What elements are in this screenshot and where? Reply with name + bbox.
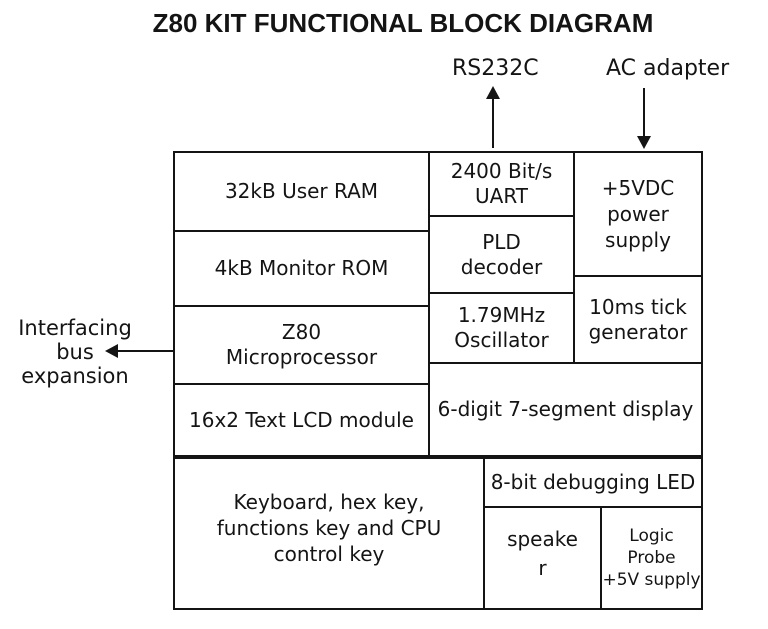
block-pld-decoder: PLD decoder xyxy=(428,215,575,294)
arrow-line xyxy=(643,88,645,137)
block-label: 16x2 Text LCD module xyxy=(189,407,414,432)
arrow-line xyxy=(492,98,494,148)
block-label: generator xyxy=(588,319,688,344)
block-label: decoder xyxy=(460,254,543,279)
block-label: 10ms tick xyxy=(589,294,687,319)
arrow-left-icon xyxy=(105,344,118,358)
block-user-ram: 32kB User RAM xyxy=(173,151,430,232)
block-power-supply: +5VDC power supply xyxy=(573,151,703,277)
block-label: 2400 Bit/s xyxy=(450,159,553,183)
block-label: control key xyxy=(273,541,385,566)
block-label: PLD xyxy=(482,229,521,254)
block-monitor-rom: 4kB Monitor ROM xyxy=(173,230,430,307)
diagram-title: Z80 KIT FUNCTIONAL BLOCK DIAGRAM xyxy=(152,8,654,38)
block-uart: 2400 Bit/s UART xyxy=(428,151,575,217)
block-debugging-led: 8-bit debugging LED xyxy=(483,457,703,508)
block-7segment-display: 6-digit 7-segment display xyxy=(428,362,703,457)
block-label: functions key and CPU xyxy=(216,515,442,540)
block-label: 32kB User RAM xyxy=(224,179,379,203)
block-logic-probe: Logic Probe +5V supply xyxy=(600,506,703,610)
arrow-down-icon xyxy=(637,136,651,149)
block-label: Keyboard, hex key, xyxy=(233,489,425,514)
block-label: UART xyxy=(475,184,528,208)
block-label: 6-digit 7-segment display xyxy=(437,397,694,421)
ac-adapter-label: AC adapter xyxy=(606,56,730,81)
interfacing-label-line: expansion xyxy=(21,364,129,388)
arrow-up-icon xyxy=(486,86,500,99)
interfacing-label-line: Interfacing xyxy=(18,316,132,340)
block-label: power xyxy=(607,202,669,226)
block-oscillator: 1.79MHz Oscillator xyxy=(428,292,575,364)
block-label: +5VDC xyxy=(601,176,675,200)
block-label: 8-bit debugging LED xyxy=(490,470,696,494)
block-label: Logic xyxy=(629,526,674,546)
block-tick-generator: 10ms tick generator xyxy=(573,275,703,364)
block-label: Z80 xyxy=(281,320,322,344)
block-label: 1.79MHz xyxy=(457,303,546,327)
block-lcd-module: 16x2 Text LCD module xyxy=(173,383,430,457)
block-z80-microprocessor: Z80 Microprocessor xyxy=(173,305,430,385)
interfacing-bus-expansion-label: Interfacing bus expansion xyxy=(12,316,138,388)
block-label: +5V supply xyxy=(602,570,701,590)
arrow-line xyxy=(117,350,173,352)
block-label: Oscillator xyxy=(454,328,549,352)
interfacing-label-line: bus xyxy=(56,340,94,364)
block-label: speake xyxy=(507,527,578,551)
block-speaker: speake r xyxy=(483,506,602,610)
block-label: 4kB Monitor ROM xyxy=(214,256,389,280)
block-label: Microprocessor xyxy=(225,345,378,369)
rs232c-label: RS232C xyxy=(452,56,539,81)
block-label: supply xyxy=(605,228,671,252)
block-label: r xyxy=(538,556,547,580)
block-label: Probe xyxy=(627,548,676,568)
block-keyboard: Keyboard, hex key, functions key and CPU… xyxy=(173,457,485,610)
